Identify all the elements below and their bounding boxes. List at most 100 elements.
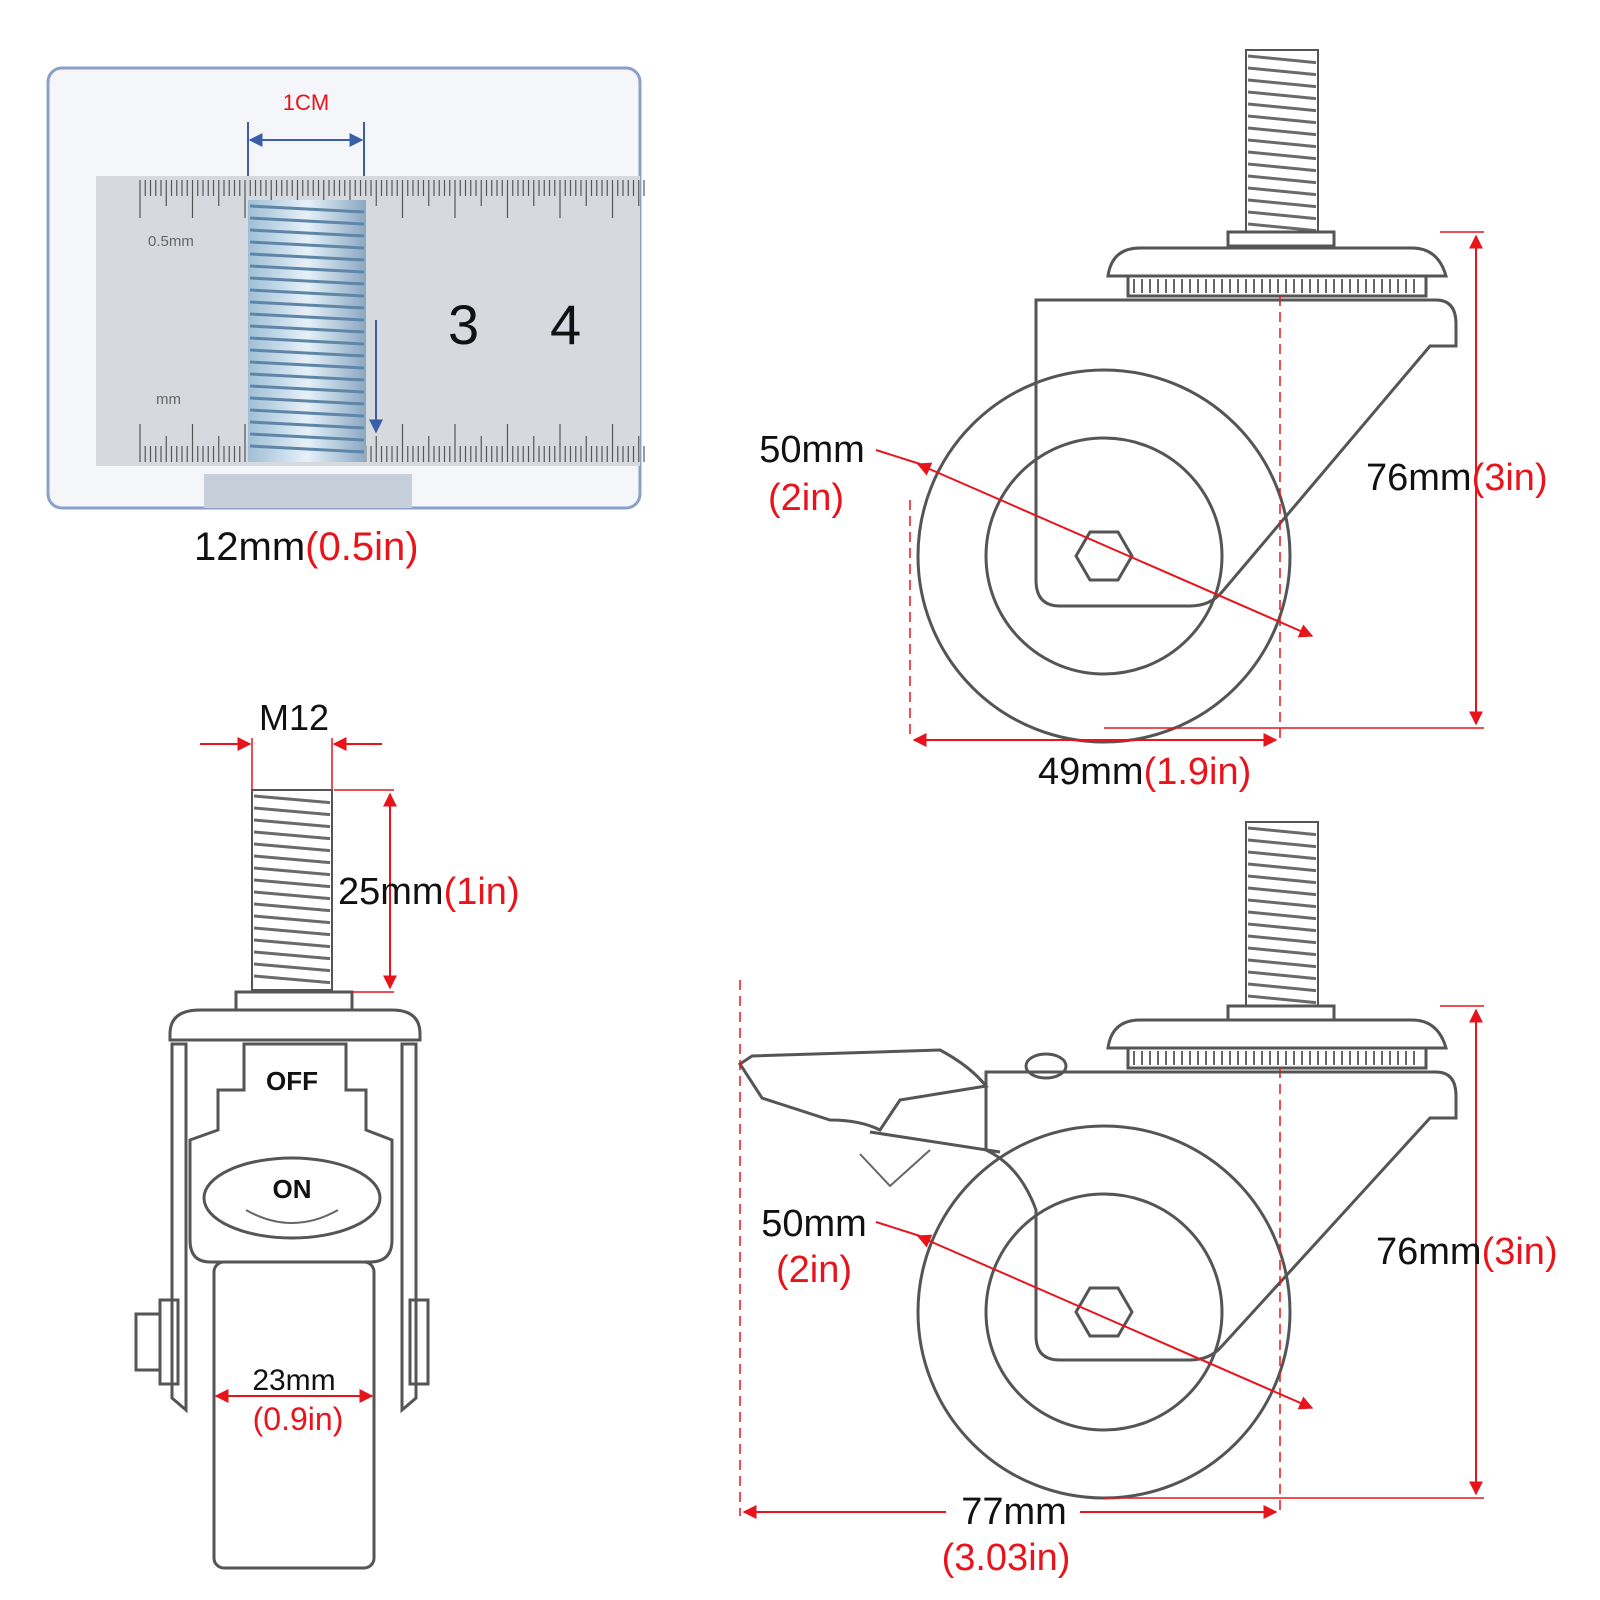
bottom-height-label: 76mm(3in) [1376, 1231, 1558, 1273]
thread-line [1247, 838, 1317, 849]
photo-thread-line [249, 384, 365, 394]
bottom-nut [1226, 1004, 1336, 1022]
photo-thread-line [249, 348, 365, 358]
brake-arm [869, 1130, 1001, 1154]
photo-thread-line [249, 444, 365, 454]
thread-line [253, 938, 331, 949]
thread-line [1247, 210, 1317, 221]
thread-line [1247, 946, 1317, 957]
thread-line [1247, 78, 1317, 89]
bottom-diameter-leader [875, 1221, 921, 1237]
thread-line [1247, 874, 1317, 885]
top-nut [1226, 230, 1336, 248]
ruler-small-label: 0.5mm [148, 233, 194, 250]
thread-line [1247, 994, 1317, 1005]
thread-diameter-label: 12mm(0.5in) [194, 525, 419, 569]
front-axle-bolt-left [134, 1312, 162, 1372]
m12-label: M12 [259, 697, 329, 738]
ruler [96, 176, 640, 466]
bottom-height-mm: 76mm [1376, 1231, 1482, 1273]
top-diameter-dimension [916, 462, 1314, 638]
front-top-plate [168, 1008, 422, 1042]
top-bearing-ticks [1133, 279, 1415, 293]
thread-length-mm: 25mm [338, 871, 444, 913]
thread-length-label: 25mm(1in) [338, 871, 520, 913]
top-wheel-outer [916, 368, 1292, 744]
brake-spring [859, 1149, 931, 1188]
thread-line [253, 842, 331, 853]
bottom-diameter-dimension [916, 1234, 1314, 1410]
front-fork-left [170, 1042, 188, 1414]
thread-line [1247, 162, 1317, 173]
thread-line [1247, 898, 1317, 909]
bottom-width-in: (3.03in) [942, 1537, 1071, 1579]
thread-line [1247, 910, 1317, 921]
thread-line [1247, 90, 1317, 101]
front-brake-housing [188, 1042, 394, 1264]
top-diameter-leader [875, 449, 921, 465]
brake-off-label: OFF [266, 1066, 318, 1096]
bottom-axle-nut [1074, 1286, 1134, 1338]
bottom-diameter-mm: 50mm [761, 1203, 867, 1245]
ruler-ticks [139, 180, 645, 462]
thread-line [253, 950, 331, 961]
thread-line [1247, 174, 1317, 185]
thread-length-in: (1in) [444, 871, 520, 913]
thread-line [253, 818, 331, 829]
top-height-mm: 76mm [1366, 457, 1472, 499]
top-diameter-in: (2in) [768, 477, 844, 519]
thread-line [253, 962, 331, 973]
bottom-bolt-threads [1247, 826, 1317, 1005]
top-plate [1106, 246, 1448, 278]
top-width-mm: 49mm [1038, 751, 1144, 793]
photo-thread-line [249, 276, 365, 286]
photo-thread-line [249, 300, 365, 310]
thread-line [253, 890, 331, 901]
ruler-digit-3: 3 [448, 293, 479, 356]
thread-line [253, 794, 331, 805]
front-axle-nut-left [158, 1298, 180, 1386]
bottom-bearing-ticks [1133, 1051, 1415, 1065]
thread-line [253, 830, 331, 841]
thread-line [1247, 934, 1317, 945]
thread-line [1247, 102, 1317, 113]
thread-line [1247, 850, 1317, 861]
brake-lever [737, 1048, 989, 1132]
bottom-width-mm: 77mm [961, 1491, 1067, 1533]
front-bolt-threads [253, 794, 331, 985]
cm-label: 1CM [283, 90, 329, 115]
ruler-unit-label: mm [156, 391, 181, 408]
photo-nut [204, 474, 412, 508]
photo-thread-line [249, 228, 365, 238]
top-fork [1034, 298, 1458, 608]
front-view: OFF ON M12 25mm(1in) 23mm (0.9in) [134, 697, 520, 1570]
top-bolt-threads [1247, 54, 1317, 233]
front-fork-right [400, 1042, 418, 1414]
thread-line [253, 974, 331, 985]
thread-photo-panel: 0.5mm mm 3 4 1CM [46, 66, 645, 510]
thread-line [1247, 922, 1317, 933]
bottom-diameter-in: (2in) [776, 1249, 852, 1291]
thread-line [253, 854, 331, 865]
thread-line [1247, 126, 1317, 137]
brake-on-label: ON [273, 1174, 312, 1204]
thread-line [1247, 54, 1317, 65]
brake-pedal-arc [245, 1209, 339, 1224]
thread-line [1247, 114, 1317, 125]
photo-thread-line [249, 420, 365, 430]
photo-thread-line [249, 336, 365, 346]
photo-bolt-threads [249, 204, 365, 454]
side-view-bottom [737, 821, 1484, 1519]
thread-line [1247, 886, 1317, 897]
top-width-in: (1.9in) [1144, 751, 1252, 793]
photo-thread-line [249, 264, 365, 274]
brake-pivot [1024, 1052, 1068, 1080]
wheel-width-label-bg [246, 1366, 342, 1392]
top-bearing [1126, 274, 1428, 298]
top-width-label: 49mm(1.9in) [1038, 751, 1251, 793]
top-wheel-hub [984, 436, 1224, 676]
bottom-plate [1106, 1018, 1448, 1050]
thread-line [1247, 862, 1317, 873]
thread-line [1247, 958, 1317, 969]
